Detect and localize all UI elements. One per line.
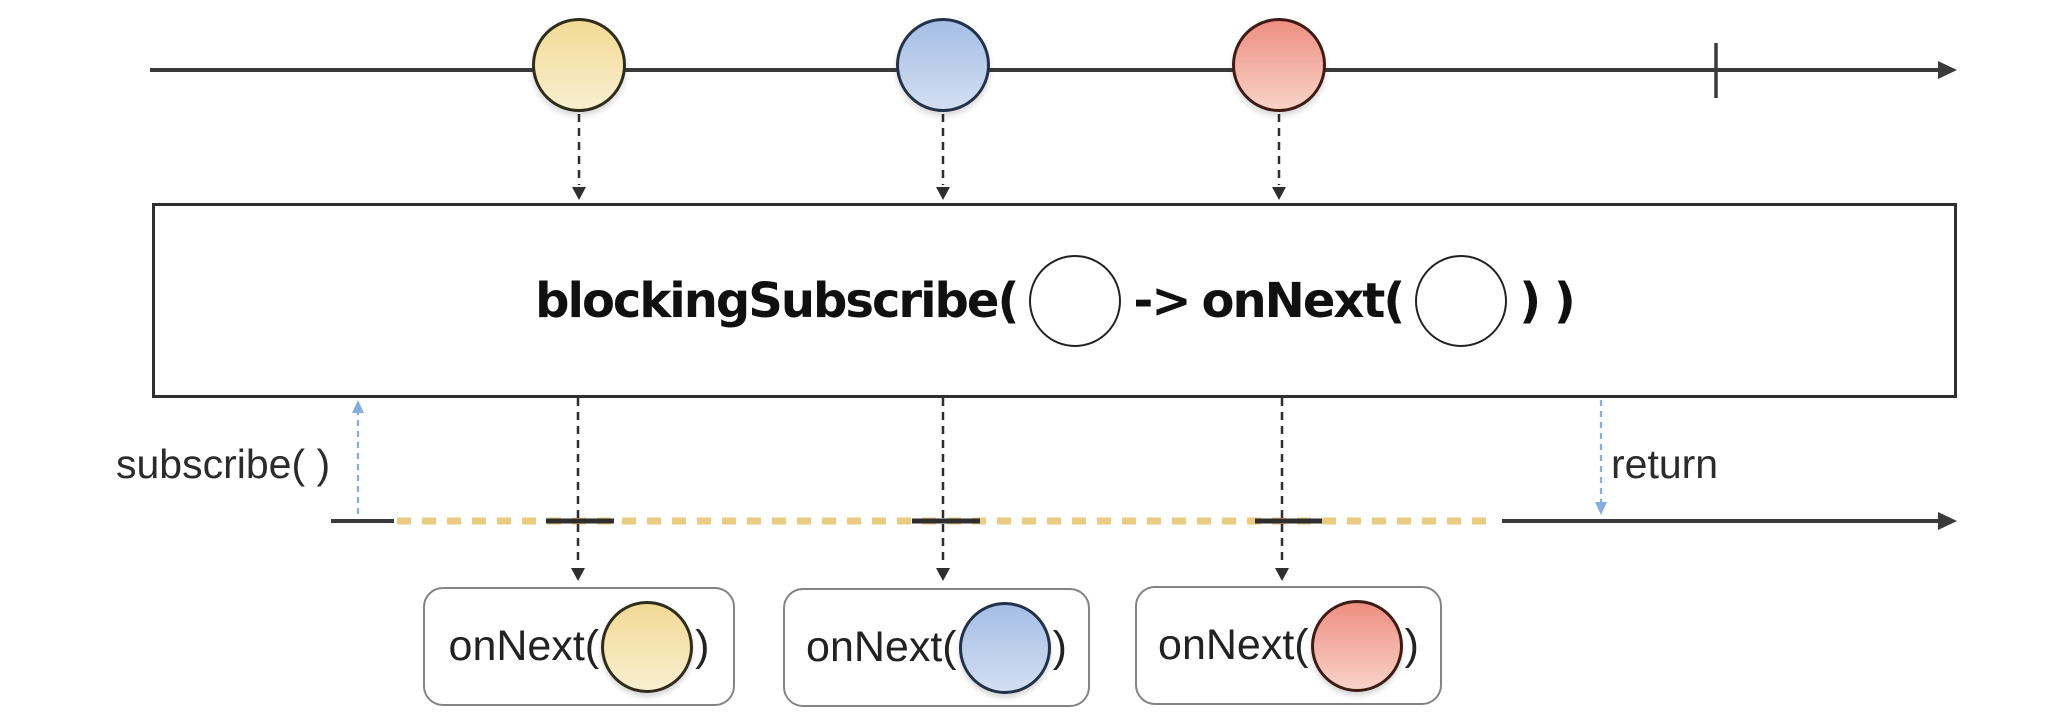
- operator-box: blockingSubscribe( -> onNext( ) ): [152, 203, 1957, 398]
- emission-arrow-blue-head-icon: [936, 187, 950, 200]
- subscribe-label: subscribe( ): [116, 441, 331, 487]
- onnext-close-text: ): [1404, 621, 1419, 669]
- onnext-close-text: ): [695, 622, 710, 670]
- operator-label-lambda-arrow: ->: [1133, 272, 1191, 329]
- marble-yellow: [532, 18, 626, 112]
- result-timeline-arrowhead-icon: [1938, 512, 1957, 530]
- onnext-marble-yellow: [601, 600, 694, 693]
- source-timeline-arrowhead-icon: [1938, 61, 1957, 79]
- marble-blue: [896, 18, 990, 112]
- operator-label-prefix: blockingSubscribe(: [535, 272, 1019, 329]
- onnext-marble-blue: [958, 601, 1051, 694]
- marble-red: [1232, 18, 1326, 112]
- callback-arrow-red-head-icon: [1275, 568, 1289, 581]
- onnext-open-text: onNext(: [806, 623, 957, 671]
- onnext-open-text: onNext(: [1158, 621, 1309, 669]
- lambda-input-circle: [1029, 254, 1122, 347]
- callback-arrow-yellow-head-icon: [571, 568, 585, 581]
- emission-arrow-red-head-icon: [1272, 187, 1286, 200]
- onnext-marble-red: [1310, 599, 1403, 692]
- emission-arrow-yellow-head-icon: [572, 187, 586, 200]
- operator-label-onnext: onNext(: [1201, 272, 1406, 329]
- onnext-box-yellow: onNext( ): [423, 587, 735, 706]
- onnext-box-red: onNext( ): [1135, 586, 1442, 705]
- subscribe-arrow-head-icon: [352, 400, 364, 413]
- onnext-argument-circle: [1415, 254, 1508, 347]
- return-label: return: [1611, 441, 1719, 487]
- return-arrow-head-icon: [1595, 502, 1607, 515]
- onnext-open-text: onNext(: [448, 622, 600, 670]
- onnext-close-text: ): [1052, 623, 1067, 671]
- onnext-box-blue: onNext( ): [783, 588, 1090, 707]
- callback-arrow-blue-head-icon: [936, 568, 950, 581]
- operator-label-close: ) ): [1519, 272, 1576, 329]
